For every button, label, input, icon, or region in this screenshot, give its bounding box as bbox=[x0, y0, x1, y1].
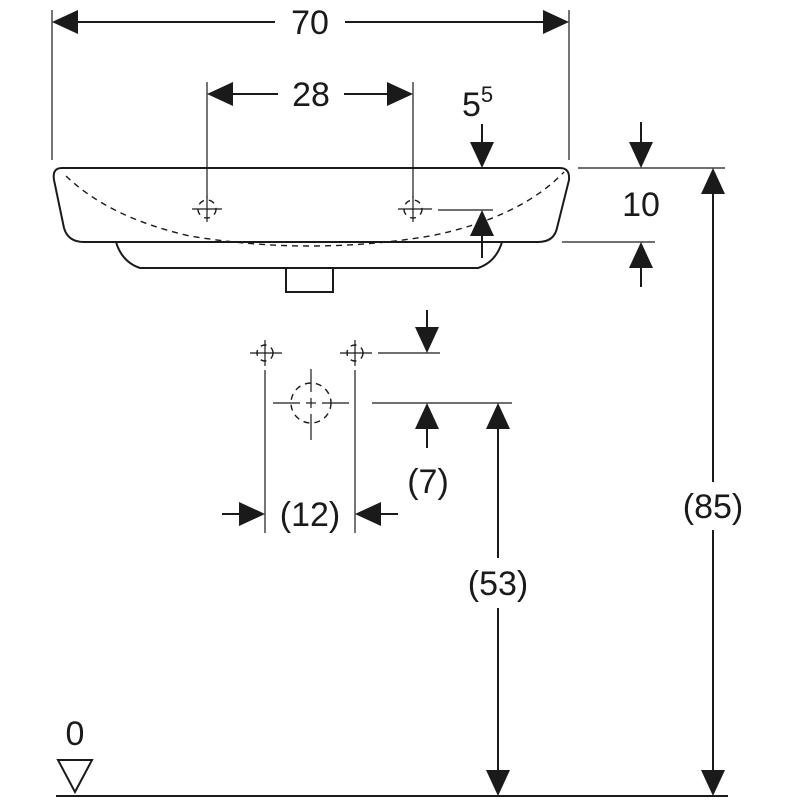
overall-width-label: 70 bbox=[291, 4, 329, 42]
rim-offset-label: 55 bbox=[462, 82, 493, 124]
supply-offset-dimension: (7) bbox=[407, 310, 449, 501]
arrow-up-icon bbox=[470, 210, 494, 236]
washbasin-body bbox=[52, 167, 571, 293]
arrow-right-icon bbox=[387, 82, 413, 106]
basin-height-label: 10 bbox=[622, 186, 660, 224]
basin-bowl-hidden-line bbox=[65, 171, 565, 247]
rim-height-label: (85) bbox=[683, 488, 743, 526]
floor-level-label: 0 bbox=[66, 715, 85, 753]
arrow-up-icon bbox=[415, 403, 439, 429]
supply-connection-left bbox=[250, 340, 282, 366]
arrow-down-icon bbox=[470, 142, 494, 168]
arrow-left-icon bbox=[52, 10, 78, 34]
arrow-down-icon bbox=[701, 770, 725, 796]
supply-offset-label: (7) bbox=[407, 463, 449, 501]
overall-width-dimension: 70 bbox=[51, 4, 570, 160]
supply-spacing-dimension: (12) bbox=[222, 370, 398, 534]
tap-hole-left bbox=[192, 196, 222, 222]
rim-height-dimension: (85) bbox=[683, 168, 743, 796]
supply-spacing-label: (12) bbox=[280, 496, 340, 534]
arrow-down-icon bbox=[415, 327, 439, 353]
arrow-right-icon bbox=[543, 10, 569, 34]
basin-underside bbox=[115, 241, 503, 269]
arrow-up-icon bbox=[486, 403, 510, 429]
supply-connection-right bbox=[340, 340, 372, 366]
drain-outlet bbox=[285, 268, 334, 293]
basin-height-dimension: 10 bbox=[562, 122, 725, 287]
arrow-up-icon bbox=[701, 168, 725, 194]
tap-hole-right bbox=[398, 196, 432, 222]
tap-hole-height-reference bbox=[438, 209, 494, 258]
arrow-right-icon bbox=[239, 502, 265, 526]
tap-hole-spacing-label: 28 bbox=[292, 76, 330, 114]
arrow-down-icon bbox=[629, 142, 653, 168]
drain-height-dimension: (53) bbox=[468, 403, 528, 796]
arrow-down-icon bbox=[486, 770, 510, 796]
arrow-left-icon bbox=[207, 82, 233, 106]
arrow-up-icon bbox=[629, 242, 653, 268]
arrow-left-icon bbox=[355, 502, 381, 526]
drain-connection bbox=[273, 369, 349, 440]
tap-hole-spacing-dimension: 28 bbox=[206, 76, 414, 198]
level-triangle-icon bbox=[56, 759, 94, 795]
drain-height-label: (53) bbox=[468, 565, 528, 603]
rim-offset-dimension: 55 bbox=[462, 82, 494, 168]
basin-rim-outline bbox=[52, 167, 571, 243]
floor-level: 0 bbox=[56, 715, 728, 797]
